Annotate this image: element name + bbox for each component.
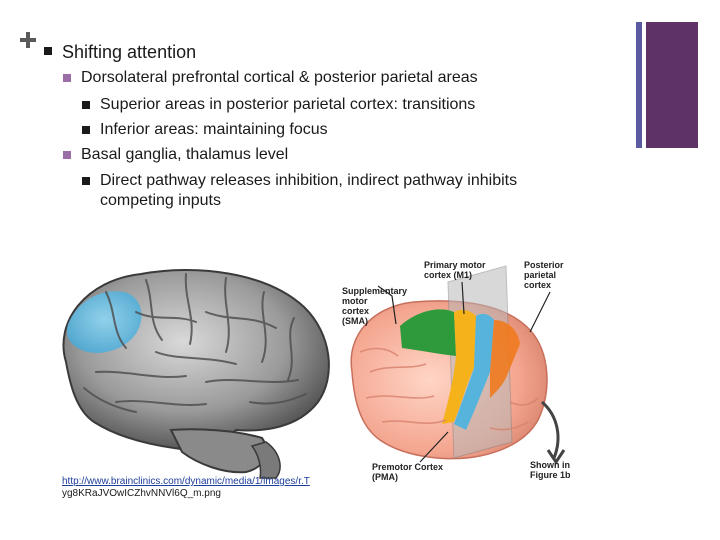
- label-posterior-parietal-cortex: Posterior parietal cortex: [524, 260, 564, 290]
- plus-icon: [20, 32, 36, 48]
- bullet-level3: Direct pathway releases inhibition, indi…: [82, 171, 580, 211]
- bullet-text: Direct pathway releases inhibition, indi…: [100, 172, 518, 209]
- bullet-text: Inferior areas: maintaining focus: [100, 121, 328, 138]
- bullet-text: Dorsolateral prefrontal cortical & poste…: [81, 69, 478, 86]
- bullet-text: Basal ganglia, thalamus level: [81, 146, 289, 163]
- bullet-level3: Superior areas in posterior parietal cor…: [82, 95, 475, 115]
- bullet-level1: Shifting attention: [44, 41, 196, 63]
- label-shown-in-figure: Shown in Figure 1b: [530, 460, 571, 480]
- bullet-square-icon: [82, 177, 90, 185]
- label-primary-motor-cortex: Primary motor cortex (M1): [424, 260, 486, 280]
- bullet-level3: Inferior areas: maintaining focus: [82, 120, 328, 140]
- label-premotor-cortex: Premotor Cortex (PMA): [372, 462, 444, 482]
- source-url-line2[interactable]: yg8KRaJVOwICZhvNNVl6Q_m.png: [62, 488, 221, 499]
- bullet-level2: Dorsolateral prefrontal cortical & poste…: [63, 68, 478, 88]
- bullet-square-icon: [63, 74, 71, 82]
- bullet-square-icon: [63, 151, 71, 159]
- bullet-square-icon: [44, 47, 52, 55]
- source-url-line1[interactable]: http://www.brainclinics.com/dynamic/medi…: [62, 476, 310, 487]
- bullet-square-icon: [82, 101, 90, 109]
- accent-bar-thick: [646, 22, 698, 148]
- label-supplementary-motor-cortex: Supplementary motor cortex (SMA): [342, 286, 408, 326]
- accent-bar-thin: [636, 22, 642, 148]
- brain-motor-cortex-image: [350, 265, 566, 465]
- image-source-link[interactable]: http://www.brainclinics.com/dynamic/medi…: [62, 476, 340, 500]
- brain-lateral-image: [62, 269, 330, 479]
- bullet-square-icon: [82, 126, 90, 134]
- bullet-text: Superior areas in posterior parietal cor…: [100, 96, 476, 113]
- bullet-text: Shifting attention: [62, 42, 197, 62]
- bullet-level2: Basal ganglia, thalamus level: [63, 145, 288, 165]
